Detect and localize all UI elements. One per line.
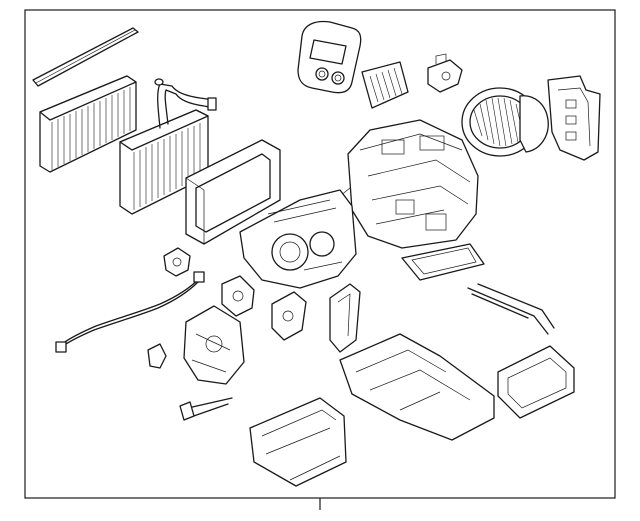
heater-core bbox=[185, 139, 281, 245]
hvac-control-panel bbox=[297, 20, 362, 94]
duct-filter bbox=[401, 243, 485, 281]
evaporator-core bbox=[119, 78, 217, 215]
actuator bbox=[427, 53, 463, 93]
temperature-sensor bbox=[163, 247, 191, 277]
lower-housing bbox=[339, 333, 495, 441]
heater-core-lower bbox=[497, 345, 575, 419]
cabin-air-filter-strip bbox=[32, 27, 139, 87]
wiring-harness bbox=[55, 271, 205, 353]
hvac-case-assembly bbox=[339, 119, 479, 249]
bracket-small bbox=[329, 283, 361, 353]
lower-housing-bottom bbox=[249, 397, 347, 487]
heater-tubes bbox=[467, 283, 555, 335]
bracket bbox=[547, 75, 601, 161]
drain-tube bbox=[179, 397, 233, 421]
mode-actuator bbox=[221, 275, 255, 317]
blend-door-actuator bbox=[271, 291, 307, 341]
blower-housing bbox=[239, 189, 357, 289]
lower-case bbox=[183, 305, 245, 385]
clip bbox=[147, 343, 167, 369]
cabin-air-filter bbox=[39, 75, 137, 173]
blower-motor bbox=[461, 87, 549, 157]
resistor bbox=[361, 61, 409, 109]
